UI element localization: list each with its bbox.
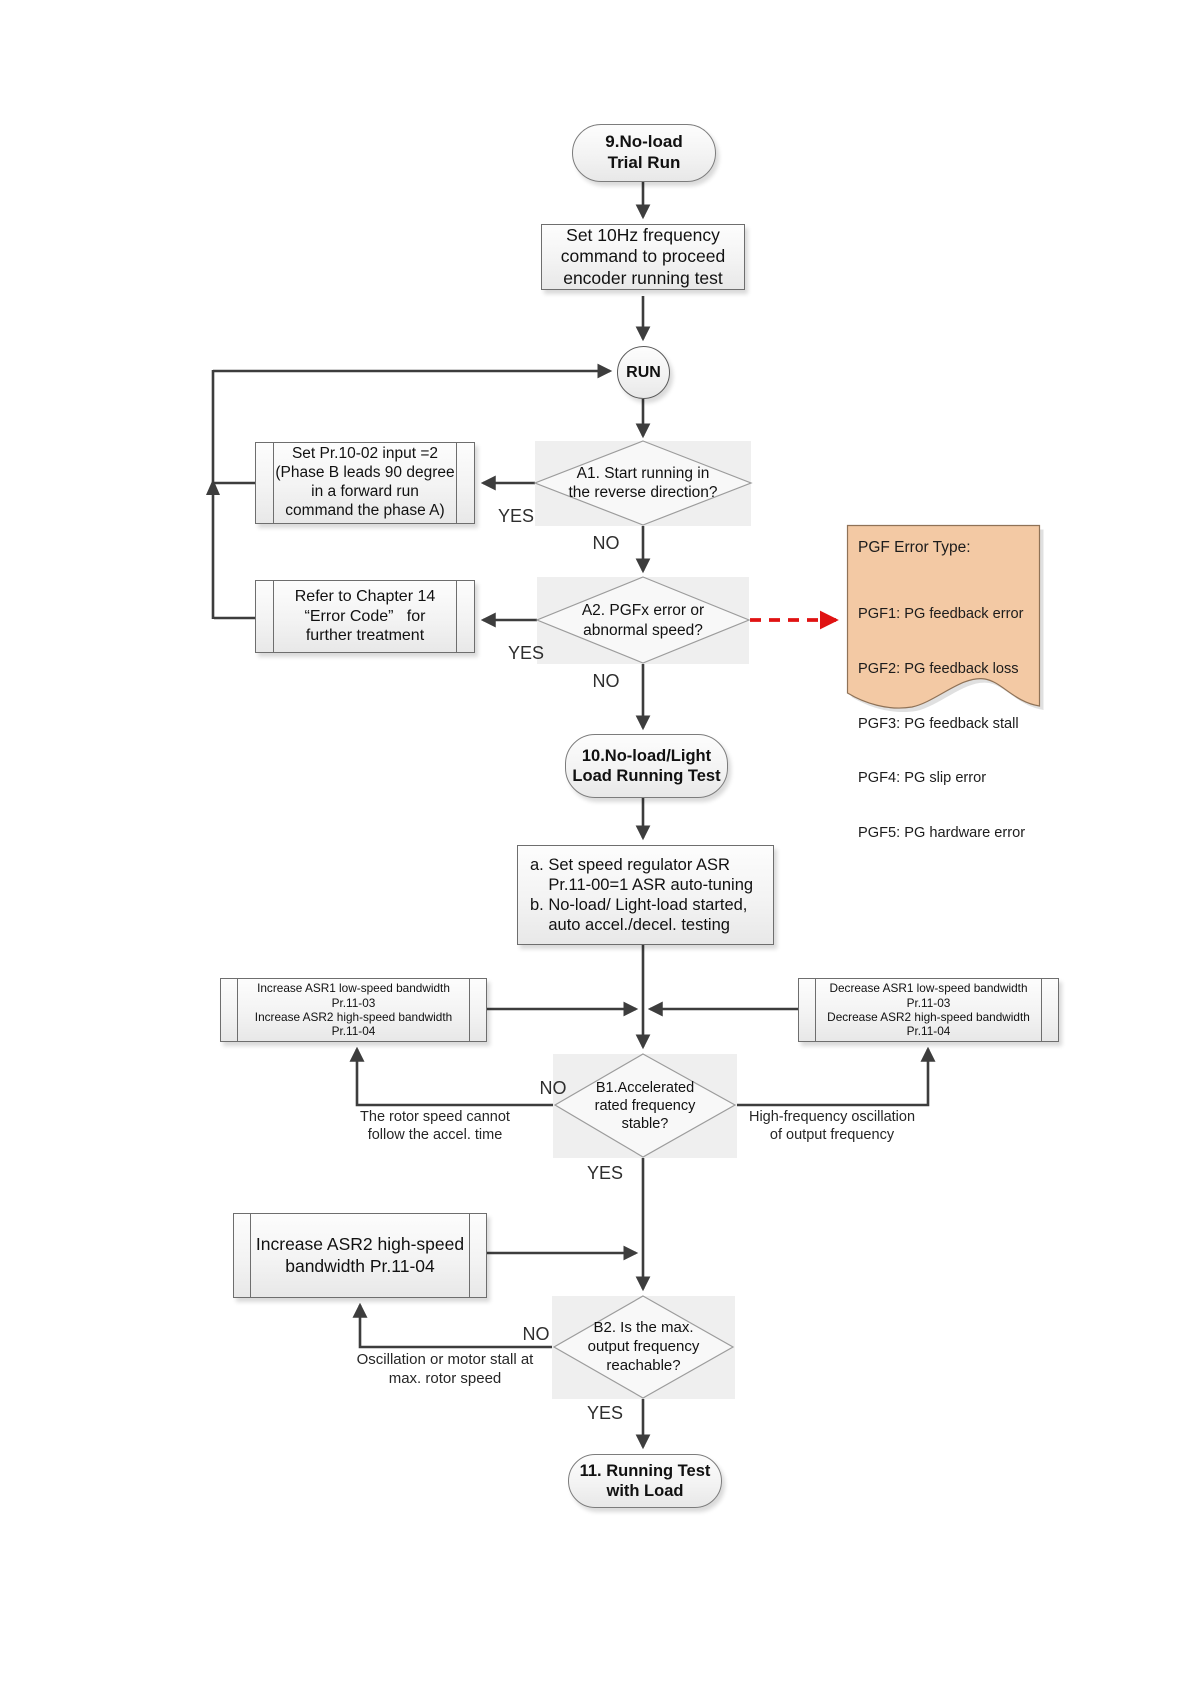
label-b1-no: NO xyxy=(539,1078,567,1098)
refer-chapter14-step: Refer to Chapter 14 “Error Code” for fur… xyxy=(255,580,475,653)
decision-b1-label: B1.Accelerated rated frequency stable? xyxy=(594,1079,696,1133)
pgf-note-shape xyxy=(846,524,1044,713)
annotation-oscillation: Oscillation or motor stall at max. rotor… xyxy=(356,1351,534,1387)
label-b1-yes: YES xyxy=(586,1163,624,1183)
edge-b1-right-loop xyxy=(735,1046,936,1107)
diamond-b1 xyxy=(553,1053,737,1158)
label-b2-yes: YES xyxy=(586,1403,624,1423)
label-a1-no: NO xyxy=(592,533,620,553)
label-a1-yes: YES xyxy=(497,506,535,526)
loop-up-arrowhead xyxy=(206,479,220,495)
label-a2-no: NO xyxy=(592,671,620,691)
label-a2-yes: YES xyxy=(507,643,545,663)
decision-b2-label: B2. Is the max. output frequency reachab… xyxy=(587,1319,700,1374)
diamond-a1 xyxy=(533,440,753,526)
decision-shapes xyxy=(533,440,753,1399)
decrease-asr-bandwidth-step: Decrease ASR1 low-speed bandwidth Pr.11-… xyxy=(798,978,1059,1042)
light-load-test-node: 10.No-load/Light Load Running Test xyxy=(565,734,728,798)
pgf-note-item: PGF2: PG feedback loss xyxy=(858,661,1019,678)
pgf-note-list: PGF1: PG feedback error PGF2: PG feedbac… xyxy=(858,569,1025,878)
pgf-note-item: PGF1: PG feedback error xyxy=(858,606,1024,623)
annotation-high-frequency: High-frequency oscillation of output fre… xyxy=(748,1109,916,1144)
decision-a2-label: A2. PGFx error or abnormal speed? xyxy=(581,602,705,639)
diamond-b2 xyxy=(552,1295,735,1399)
pgf-note-item: PGF3: PG feedback stall xyxy=(858,715,1019,732)
label-b2-no: NO xyxy=(522,1324,550,1344)
run-connector: RUN xyxy=(617,346,670,399)
annotation-rotor-speed: The rotor speed cannot follow the accel.… xyxy=(360,1109,510,1144)
set-frequency-step: Set 10Hz frequency command to proceed en… xyxy=(541,224,745,290)
pgf-note-item: PGF5: PG hardware error xyxy=(858,824,1026,841)
start-node: 9.No-load Trial Run xyxy=(572,124,716,182)
pgf-note-item: PGF4: PG slip error xyxy=(858,770,987,787)
increase-asr2-step: Increase ASR2 high-speed bandwidth Pr.11… xyxy=(233,1213,487,1298)
diamond-a2 xyxy=(535,576,751,664)
edge-b2-no-loop xyxy=(352,1302,554,1349)
set-pr10-02-step: Set Pr.10-02 input =2 (Phase B leads 90 … xyxy=(255,442,475,524)
asr-setup-step: a. Set speed regulator ASR Pr.11-00=1 AS… xyxy=(517,845,774,945)
pgf-note-title: PGF Error Type: xyxy=(858,539,971,556)
decision-a1-label: A1. Start running in the reverse directi… xyxy=(568,464,718,501)
edge-b1-no-loop xyxy=(349,1046,555,1107)
increase-asr-bandwidth-step: Increase ASR1 low-speed bandwidth Pr.11-… xyxy=(220,978,487,1042)
end-node: 11. Running Test with Load xyxy=(568,1454,722,1508)
